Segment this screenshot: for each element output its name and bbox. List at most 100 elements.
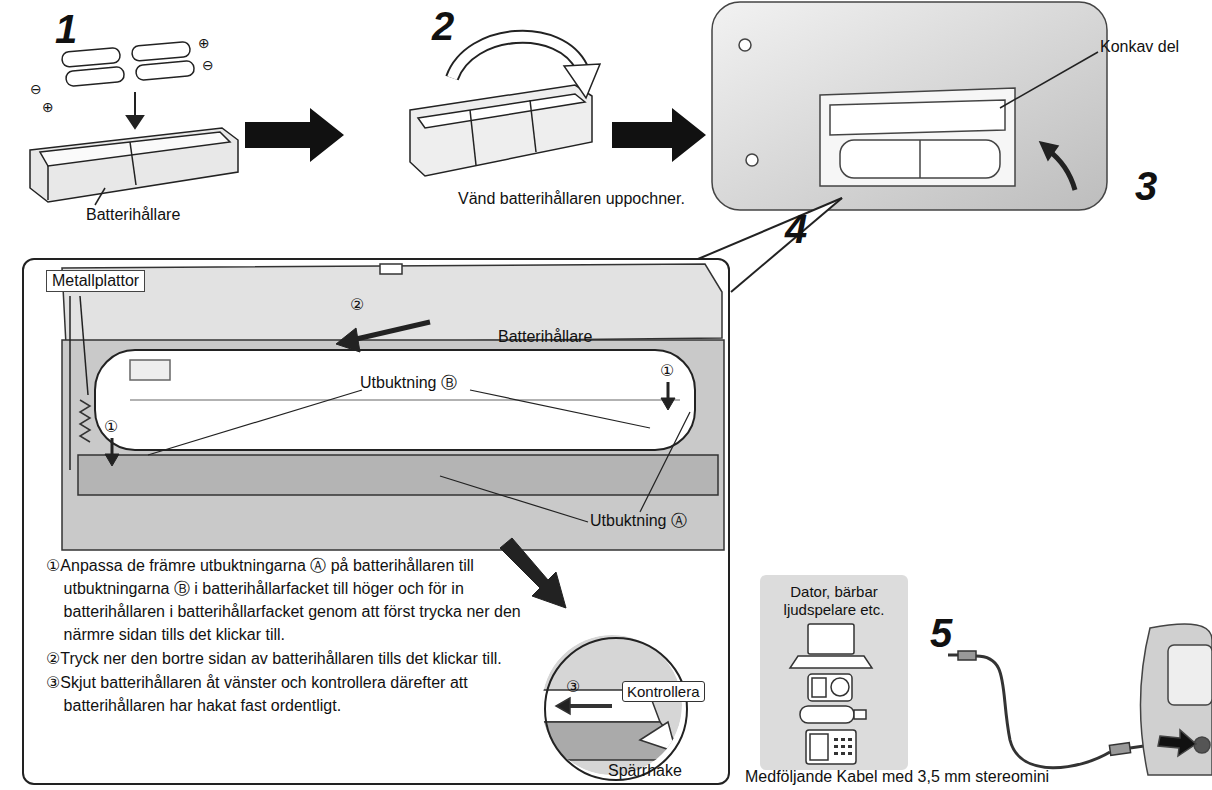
text-block: Dator, bärbar ljudspelare etc. [760,583,908,619]
insert-arrow [127,92,143,128]
battery-icons [61,41,194,86]
battery-compartment-part [80,296,88,395]
callout-pointer [698,198,842,292]
leader-lines-part [148,390,362,455]
device-box: Dator, bärbar ljudspelare etc. [760,575,908,770]
battery-compartment-part [69,296,71,470]
speaker-unit [712,2,1107,210]
speaker-unit-part [1040,142,1058,160]
callout-number: ① [104,418,118,436]
battery-compartment-part [62,340,724,550]
speaker-unit-part [1048,150,1075,190]
part-name: Spärrhake [608,762,682,780]
speaker-unit-part [820,88,1015,186]
device-icons-part-part [841,752,845,755]
speaker-side [1140,624,1212,775]
part-name: Batterihållare [498,328,592,346]
battery-icons-part [61,47,120,67]
text-block: Kontrollera [622,681,705,702]
audio-cable-part [976,656,1110,768]
latch-detail-part [542,635,682,775]
device-icons-part [812,678,826,697]
direction-arrows-part [336,328,360,352]
part-name: Utbuktning Ⓑ [360,374,457,392]
callout-pointer-part [731,198,842,292]
speaker-unit-part [840,140,1000,178]
device-icons-part-part [834,738,838,741]
callout-number: ③ [566,678,580,696]
device-icons-part [806,730,856,764]
instruction-text: ①Anpassa de främre utbuktningarna Ⓐ på b… [46,554,551,646]
speaker-unit-part [712,2,1107,210]
flipped-holder-part [452,37,582,78]
leader-lines-part [470,390,650,428]
device-icons-part-part [848,752,852,755]
device-icons-part [790,656,872,668]
step-number: 2 [432,5,454,47]
device-icons-part [810,734,828,760]
step-number: 4 [785,208,807,250]
audio-cable-part [1109,743,1130,756]
battery-holder-part [40,132,230,166]
instruction-note: Vänd batterihållaren uppochner. [458,190,685,208]
node-heading: Dator, bärbar ljudspelare etc. [760,583,908,619]
device-icons-part-part [834,752,838,755]
battery-compartment-part [380,264,402,274]
polarity-mark: ⊖ [202,56,214,74]
callout-pointer-part [698,198,842,259]
battery-compartment-part [130,399,680,401]
callout-pointer-part [698,198,842,292]
flipped-holder-part [418,94,585,128]
device-icons [790,624,872,764]
step-arrow [612,108,706,162]
instruction-text: ②Tryck ner den bortre sidan av batterihå… [46,647,551,670]
battery-holder-part [30,128,238,202]
device-icons-part-part [848,745,852,748]
speaker-side-part [1158,730,1196,756]
speaker-unit-part [919,140,921,178]
device-icons-part-part [848,738,852,741]
flipped-holder-part [470,110,476,165]
latch-detail-part [540,722,690,760]
battery-holder-part [95,188,105,205]
part-name: Batterihållare [86,206,180,224]
polarity-mark: ⊕ [198,34,210,52]
direction-arrows-part [105,454,119,466]
direction-arrows-part [500,538,566,608]
device-icons-part-part [834,745,838,748]
part-name: Metallplattor [46,270,145,292]
detail-circle: Kontrollera [544,637,688,781]
device-icons-part [834,738,852,755]
flipped-holder-part [530,100,536,152]
direction-arrows-part [352,322,430,340]
polarity-mark: ⊖ [30,80,42,98]
callout-number: ② [350,296,364,314]
speaker-unit-part [1000,52,1098,108]
direction-arrows-part [111,438,114,456]
insert-arrow-part [134,92,136,118]
battery-compartment-part [62,264,722,345]
step-number: 3 [1135,165,1157,207]
instruction-text: ③Skjut batterihållaren åt vänster och ko… [46,671,551,717]
part-name: Konkav del [1100,38,1179,56]
battery-holder-part [130,142,136,185]
audio-cable-part [1130,746,1144,748]
battery-compartment-part [95,350,695,450]
battery-holder-part [47,166,49,200]
device-icons-part [808,624,854,654]
speaker-unit-part [830,100,1005,135]
battery-compartment-part [80,400,90,442]
device-icons-part [800,706,854,723]
callout-number: ① [660,362,674,380]
battery-icons-part [136,60,195,80]
flipped-holder-part [564,64,600,98]
insert-arrow-part [127,116,143,128]
battery-holder [30,128,238,205]
flipped-holder-part [410,85,592,176]
audio-cable-part [958,651,976,660]
speaker-unit-part [746,154,758,166]
speaker-unit-part [739,39,751,51]
device-icons-part [831,678,849,696]
